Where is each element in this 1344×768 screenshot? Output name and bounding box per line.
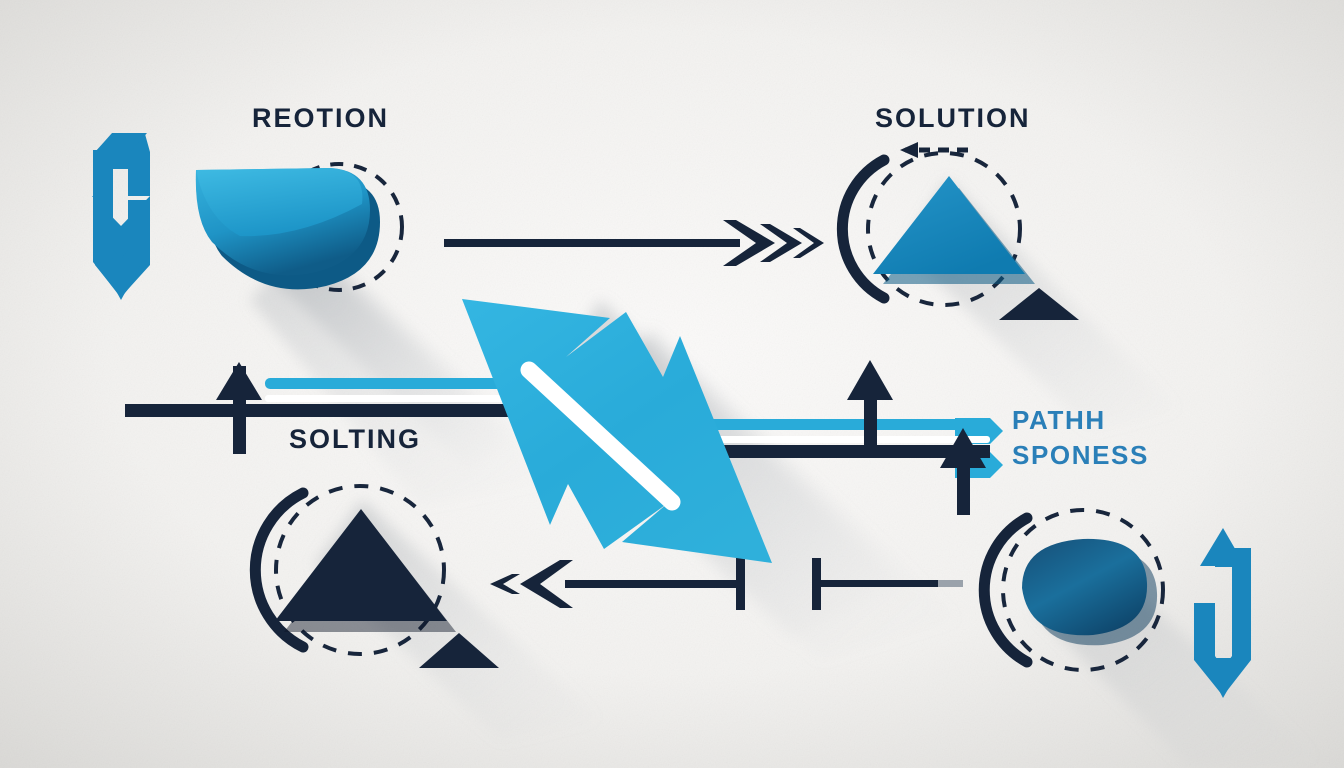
triangle-navy-shape bbox=[275, 509, 456, 632]
label-sponess: SPONESS bbox=[1012, 440, 1149, 470]
arrow-up-right-a bbox=[847, 360, 893, 450]
label-pathh: PATHH bbox=[1012, 405, 1106, 435]
chevron-arrow-left bbox=[490, 558, 963, 610]
triangle-navy-small-bottom bbox=[419, 633, 499, 668]
arrow-up-right-b bbox=[940, 428, 986, 515]
label-solting: SOLTING bbox=[289, 424, 421, 454]
arrow-up-left bbox=[216, 362, 262, 454]
chevron-arrow-right bbox=[444, 220, 824, 266]
blob-ellipse-shape bbox=[1022, 538, 1158, 646]
bracket-arrow-down-right-icon bbox=[1194, 528, 1251, 698]
dashed-circle-path bbox=[978, 508, 1165, 672]
dashed-circle-solution bbox=[836, 142, 1022, 307]
left-line-group bbox=[125, 362, 565, 454]
triangle-navy-small-top bbox=[999, 288, 1079, 320]
dashed-arrow-head bbox=[900, 142, 918, 158]
arc-solting bbox=[249, 487, 309, 653]
bracket-arrow-down-left-icon bbox=[92, 133, 150, 300]
arc-path bbox=[978, 512, 1033, 668]
triangle-blue-shape bbox=[873, 176, 1035, 284]
double-headed-diagonal-arrow bbox=[462, 299, 772, 563]
label-reotion: REOTION bbox=[252, 103, 390, 133]
dashed-circle-solting bbox=[249, 484, 446, 656]
teardrop-shape bbox=[195, 168, 380, 290]
right-line-group bbox=[680, 360, 990, 515]
label-solution: SOLUTION bbox=[875, 103, 1031, 133]
arc-solution bbox=[836, 154, 890, 304]
